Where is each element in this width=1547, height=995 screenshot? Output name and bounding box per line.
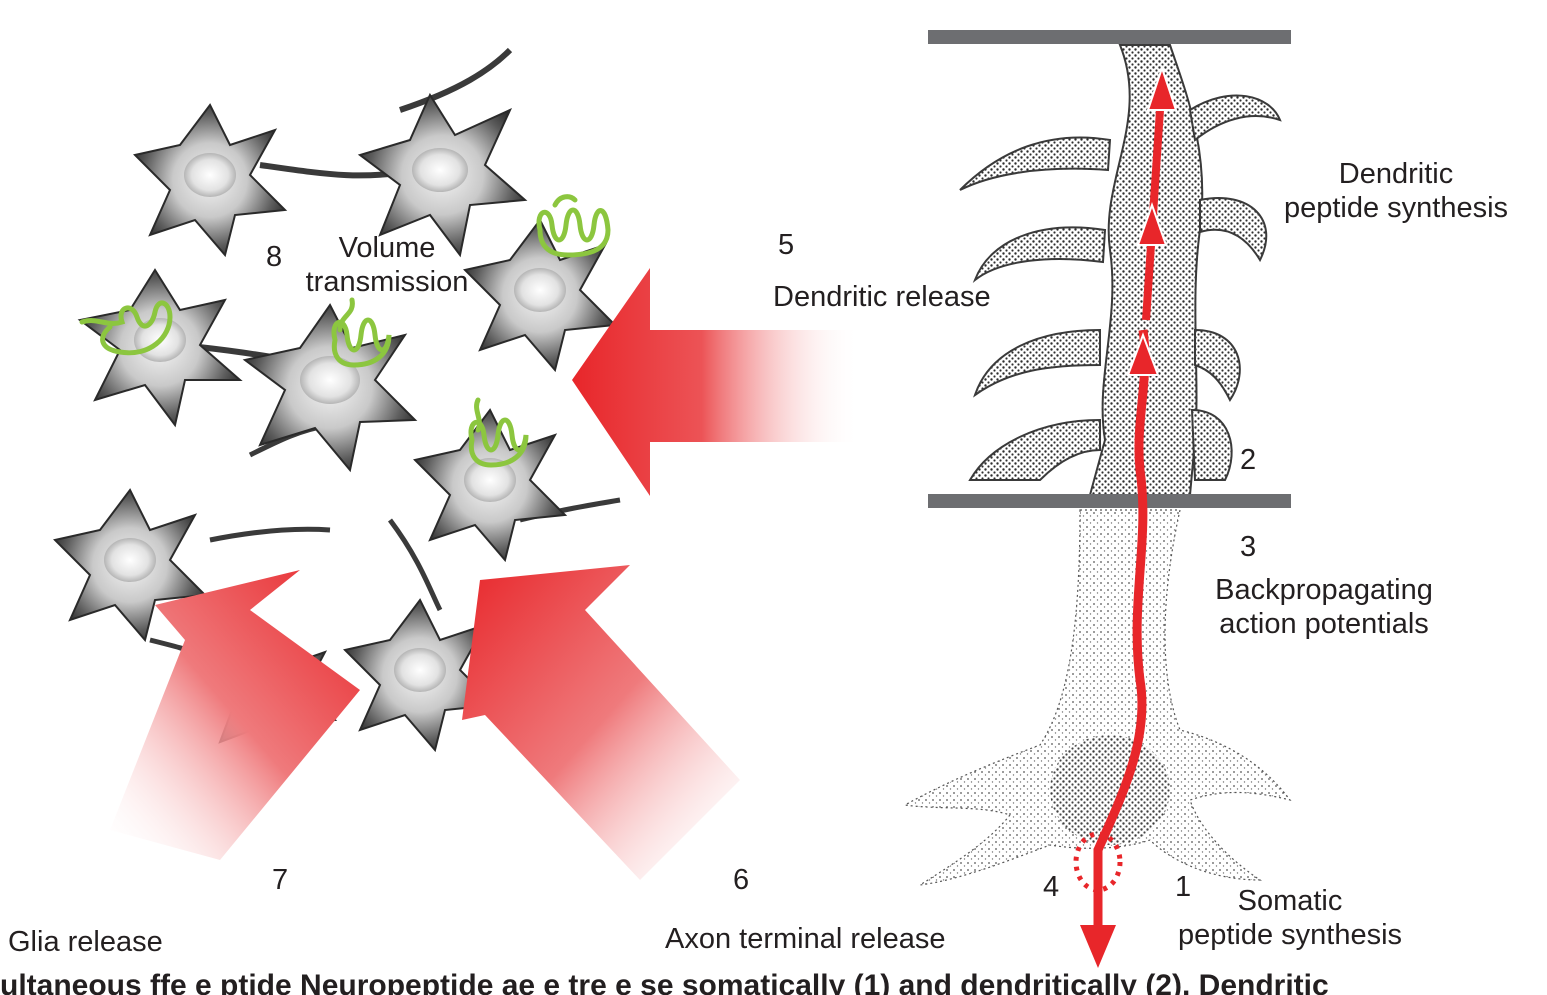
glia-release-arrow — [110, 570, 360, 860]
glial-cell — [133, 103, 288, 258]
dendrite-branch — [972, 226, 1107, 284]
neuron-illustration — [903, 30, 1292, 968]
glia-release-label: Glia release — [8, 926, 163, 958]
somatic-synthesis-label: Somatic peptide synthesis — [1160, 884, 1420, 952]
middle-bar — [928, 494, 1291, 508]
neuropeptide-molecule — [79, 300, 173, 356]
glial-cell — [343, 598, 498, 753]
dendritic-synthesis-label: Dendritic peptide synthesis — [1262, 157, 1530, 225]
dendrite-branch — [959, 136, 1112, 191]
neuropeptide-molecule — [536, 194, 611, 258]
backpropagating-line1: Backpropagating — [1215, 574, 1433, 606]
backpropagating-label: Backpropagating action potentials — [1190, 573, 1458, 641]
axon-terminal-release-arrow — [462, 565, 740, 880]
dendrite-branch — [968, 418, 1101, 481]
dendritic-release-arrow — [572, 268, 860, 496]
backpropagation-path — [1093, 329, 1150, 940]
arrowhead — [1136, 201, 1168, 246]
dendritic-synthesis-line2: peptide synthesis — [1283, 192, 1509, 224]
glial-cell — [413, 408, 568, 563]
dendrite-branch — [1190, 408, 1233, 481]
somatic-synthesis-line1: Somatic — [1237, 885, 1343, 917]
nucleus — [1050, 735, 1170, 845]
dendritic-synthesis-line1: Dendritic — [1338, 158, 1454, 190]
upper-red-line — [1142, 79, 1166, 321]
top-bar — [928, 30, 1291, 44]
number-8: 8 — [266, 241, 283, 273]
cell-cluster — [53, 47, 621, 763]
arrowhead — [1126, 332, 1160, 376]
volume-transmission-line1: Volume — [338, 232, 436, 264]
number-5: 5 — [778, 229, 795, 261]
neuropeptide-molecule — [331, 297, 392, 368]
glial-cell — [53, 488, 208, 643]
number-6: 6 — [733, 864, 750, 896]
glial-cell — [357, 92, 528, 258]
number-3: 3 — [1240, 531, 1257, 563]
axon-hillock-loop — [1073, 831, 1123, 893]
dendrite-branch — [1188, 94, 1282, 142]
somatic-synthesis-line2: peptide synthesis — [1177, 919, 1403, 951]
volume-transmission-label: Volume transmission — [292, 231, 482, 299]
volume-transmission-line2: transmission — [305, 266, 469, 298]
backpropagating-line2: action potentials — [1219, 608, 1429, 640]
neuropeptide-molecule — [468, 397, 529, 468]
axon-terminal-release-label: Axon terminal release — [665, 923, 946, 955]
dendrite-branch — [973, 328, 1101, 398]
dendritic-release-label: Dendritic release — [773, 281, 991, 313]
glial-cell — [242, 303, 418, 473]
number-7: 7 — [272, 864, 289, 896]
arrowhead — [1146, 64, 1178, 111]
dendrite-branch — [1199, 197, 1268, 263]
dendrite-branch — [1194, 328, 1241, 402]
figure-caption: ultaneous ffe e ptide Neuropeptide ae e … — [0, 969, 1329, 995]
downward-arrowhead — [1080, 925, 1116, 968]
number-1: 1 — [1175, 871, 1192, 903]
number-2: 2 — [1240, 444, 1257, 476]
number-4: 4 — [1043, 871, 1060, 903]
